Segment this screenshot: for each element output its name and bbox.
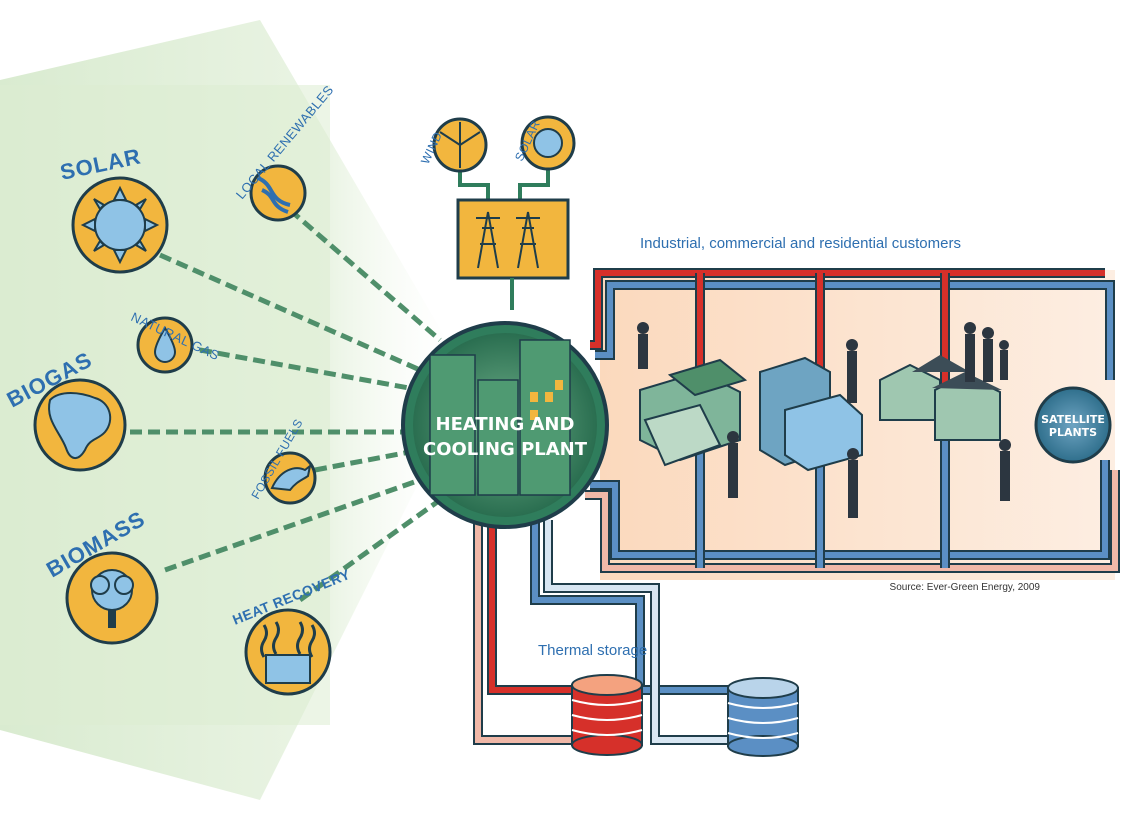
source-note: Source: Ever-Green Energy, 2009 [890,582,1041,593]
heating-cooling-plant: HEATING AND COOLING PLANT [401,321,609,529]
river-icon [257,176,291,214]
dinosaur-icon [270,463,312,492]
biogas-icon [48,392,112,459]
power-grid-box [456,198,570,280]
plant-title-line2: COOLING PLANT [423,439,588,460]
residential-houses [879,355,1002,441]
satellite-line2: PLANTS [1049,426,1097,439]
power-tower-icon [476,211,540,269]
commercial-building [759,356,863,472]
top-supply: WIND SOLAR [418,115,576,310]
cold-storage-tank [727,677,799,757]
industrial-buildings [639,358,748,467]
plant-title-line1: HEATING AND [436,414,575,435]
satellite-plants: SATELLITE PLANTS [1034,386,1112,464]
source-connectors [130,208,442,603]
heat-building-icon [260,621,316,684]
wind-turbine-icon [439,122,481,168]
source-solar: SOLAR [58,143,169,274]
sun-icon [80,185,160,265]
gas-drop-icon [153,326,177,363]
thermal-storage-caption: Thermal storage [538,642,647,659]
pipe-network [473,268,1120,745]
customers-caption: Industrial, commercial and residential c… [640,235,961,252]
top-sun-icon [533,128,563,158]
tree-icon [90,569,134,628]
people-figures [637,322,1011,518]
satellite-line1: SATELLITE [1041,413,1105,426]
hot-storage-tank [571,674,643,756]
